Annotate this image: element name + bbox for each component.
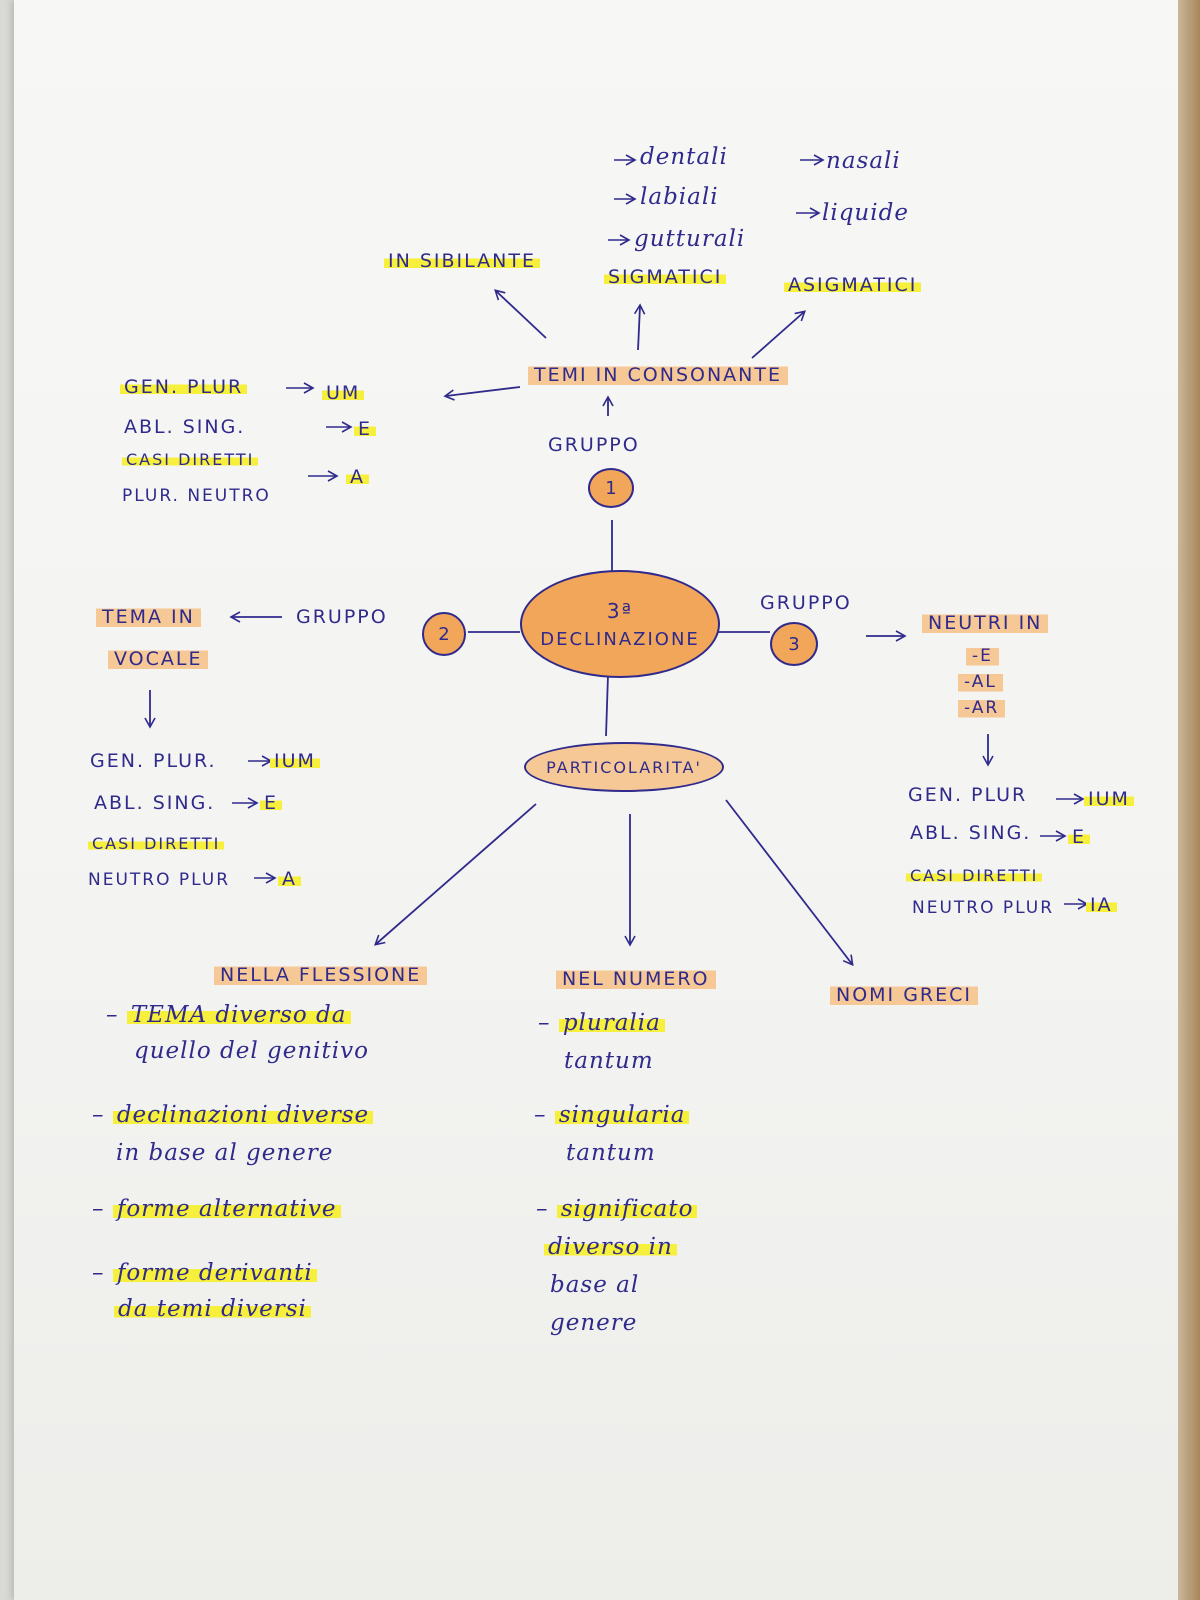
flessione-item-3-text: forme alternative [112,1196,341,1222]
group2-title-1: TEMA IN [96,606,201,629]
flessione-item-4a-text: forme derivanti [112,1260,317,1286]
arrow-to-asigmatici [751,310,806,359]
flessione-item-4b: da temi diversi [114,1298,311,1321]
numero-item-1a: – pluralia [538,1010,665,1036]
flessione-item-1a: – TEMA diverso da [106,1002,351,1028]
group2-label: GRUPPO [296,606,388,628]
group1-sigmatici: SIGMATICI [604,268,727,287]
sigmatici-item-labiali: labiali [640,184,719,210]
group1-rule-gen-plur: GEN. PLUR [120,378,248,397]
group1-rule-a: A [346,468,369,487]
arrow-to-group1-rules [443,386,521,401]
group3-rule-neutro-plur: NEUTRO PLUR [912,898,1055,918]
group1-number-badge: 1 [588,468,634,508]
numero-item-1b: tantum [564,1048,654,1074]
greci-title: NOMI GRECI [830,984,979,1007]
arrow-to-greci [725,799,854,967]
group1-rule-e: E [354,420,377,439]
center-label-1: 3ª [606,598,634,623]
group3-number: 3 [788,633,800,655]
group3-rule-ium: IUM [1084,790,1134,809]
numero-item-3b: diverso in [544,1236,677,1259]
group2-rule-abl-sing: ABL. SING. [94,792,216,814]
numero-item-3d: genere [550,1310,638,1336]
flessione-item-2a: – declinazioni diverse [92,1102,374,1128]
group2-number: 2 [438,623,450,645]
group3-rule-e: E [1068,828,1091,847]
group3-label: GRUPPO [760,592,852,614]
particolarita-node: PARTICOLARITA' [524,742,724,792]
group2-rule-ium: IUM [270,752,320,771]
group3-ending-ar: -AR [958,698,1006,719]
numero-item-2b: tantum [566,1140,656,1166]
group3-ending-al: -AL [958,672,1003,693]
asigmatici-item-liquide: liquide [822,200,909,226]
flessione-item-2a-text: declinazioni diverse [112,1102,374,1128]
group1-asigmatici: ASIGMATICI [784,276,922,295]
arrow-to-flessione [374,803,537,946]
center-node: 3ª DECLINAZIONE [520,570,720,678]
group3-rule-gen-plur: GEN. PLUR [908,784,1028,806]
group1-rule-abl-sing: ABL. SING. [124,416,246,438]
arrow-to-sigmatici [633,303,646,351]
group1-title: TEMI IN CONSONANTE [528,364,788,387]
group2-rule-casi-diretti: CASI DIRETTI [88,836,225,852]
group2-rule-e: E [260,794,283,813]
group2-rule-neutro-plur: NEUTRO PLUR [88,870,231,890]
group3-number-badge: 3 [770,622,818,666]
group1-rule-um: UM [322,384,365,403]
group1-label: GRUPPO [548,434,640,456]
group2-rule-a: A [278,870,301,889]
flessione-item-4a: – forme derivanti [92,1260,317,1286]
group3-ending-e: -E [966,646,999,667]
group3-rule-ia: IA [1086,896,1117,915]
flessione-item-2b: in base al genere [116,1140,334,1166]
group1-rule-casi-diretti: CASI DIRETTI [122,452,259,468]
flessione-item-1a-text: TEMA diverso da [126,1002,351,1028]
group3-rule-abl-sing: ABL. SING. [910,822,1032,844]
numero-item-2a: – singularia [534,1102,690,1128]
center-label-2: DECLINAZIONE [540,628,700,650]
sigmatici-item-dentali: dentali [640,144,728,170]
group3-rule-casi-diretti: CASI DIRETTI [906,868,1043,884]
flessione-item-1b: quello del genitivo [134,1038,369,1064]
group3-title: NEUTRI IN [922,612,1049,635]
numero-title: NEL NUMERO [556,968,716,991]
numero-item-3a-text: significato [556,1196,698,1222]
group2-rule-gen-plur: GEN. PLUR. [90,750,217,772]
table-edge [1178,0,1200,1600]
flessione-title: NELLA FLESSIONE [214,964,428,987]
numero-item-3a: – significato [536,1196,698,1222]
group1-rule-plur-neutro: PLUR. NEUTRO [122,486,271,506]
arrow-to-sibilante [494,289,547,339]
flessione-item-3: – forme alternative [92,1196,341,1222]
group1-number: 1 [605,477,617,499]
numero-item-3c: base al [550,1272,640,1298]
numero-item-1a-text: pluralia [558,1010,665,1036]
group2-number-badge: 2 [422,612,466,656]
asigmatici-item-nasali: nasali [826,148,901,174]
particolarita-title: PARTICOLARITA' [546,757,702,777]
group2-title-2: VOCALE [108,648,209,671]
group1-sibilante: IN SIBILANTE [384,252,541,271]
numero-item-2a-text: singularia [554,1102,690,1128]
sigmatici-item-gutturali: gutturali [634,226,746,252]
paper-sheet [14,0,1178,1600]
line-center-particolarita [605,674,609,737]
